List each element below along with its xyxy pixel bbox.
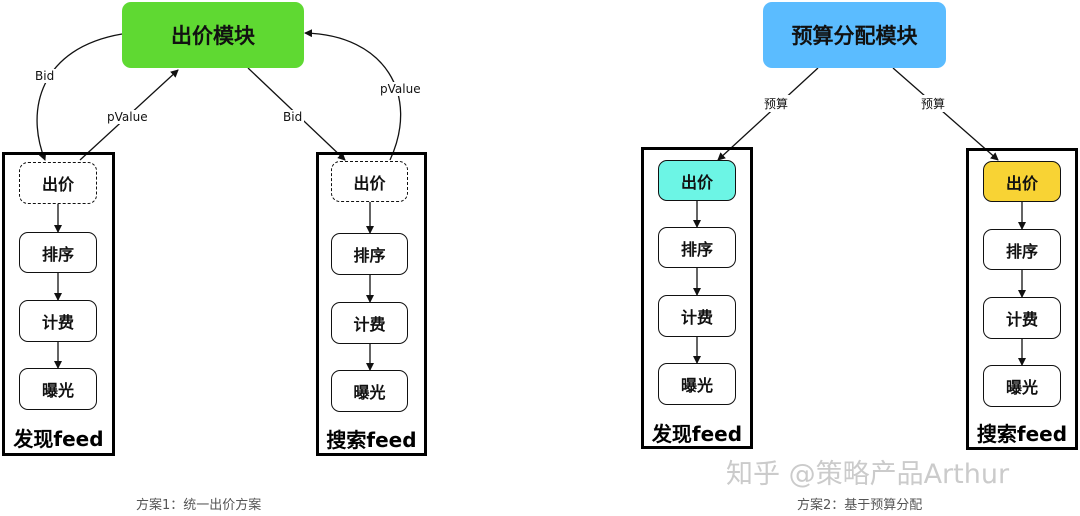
budget-arrow-right <box>892 67 999 161</box>
edge-label-pvalue: pValue <box>378 82 423 96</box>
feed-label: 搜索feed <box>326 428 417 452</box>
search-feed-container <box>966 148 1078 450</box>
bid-step: 出价 <box>658 160 736 201</box>
feed-label: 搜索feed <box>976 422 1068 446</box>
bid-module-box: 出价模块 <box>122 2 304 68</box>
exposure-step: 曝光 <box>658 363 736 405</box>
search-feed-container <box>316 152 427 456</box>
exposure-step: 曝光 <box>983 365 1061 407</box>
watermark: 知乎 @策略产品Arthur <box>726 459 1010 490</box>
billing-step: 计费 <box>983 297 1061 339</box>
scheme-caption: 方案2：基于预算分配 <box>797 498 923 513</box>
exposure-step: 曝光 <box>331 370 408 412</box>
budget-arrow-left <box>717 67 819 161</box>
discover-feed-container <box>641 147 753 449</box>
edge-label-bid: Bid <box>281 110 305 124</box>
billing-step: 计费 <box>658 295 736 337</box>
rank-step: 排序 <box>658 227 736 268</box>
edge-label-bid: Bid <box>33 69 57 83</box>
scheme-caption: 方案1：统一出价方案 <box>136 498 262 513</box>
bid-step: 出价 <box>331 161 408 202</box>
billing-step: 计费 <box>19 300 97 342</box>
pvalue-arrow-right <box>304 29 402 161</box>
bid-arrow-left <box>36 33 123 161</box>
rank-step: 排序 <box>19 232 97 273</box>
bid-step: 出价 <box>983 161 1061 202</box>
edge-label-budget: 预算 <box>762 95 791 112</box>
rank-step: 排序 <box>983 229 1061 270</box>
feed-label: 发现feed <box>13 427 104 451</box>
rank-step: 排序 <box>331 233 408 275</box>
discover-feed-container <box>2 152 115 456</box>
feed-label: 发现feed <box>651 422 743 446</box>
exposure-step: 曝光 <box>19 368 97 410</box>
budget-module-box: 预算分配模块 <box>763 2 946 68</box>
edge-label-budget: 预算 <box>919 95 948 112</box>
edge-label-pvalue: pValue <box>105 110 150 124</box>
bid-step: 出价 <box>19 162 97 204</box>
billing-step: 计费 <box>331 302 408 344</box>
